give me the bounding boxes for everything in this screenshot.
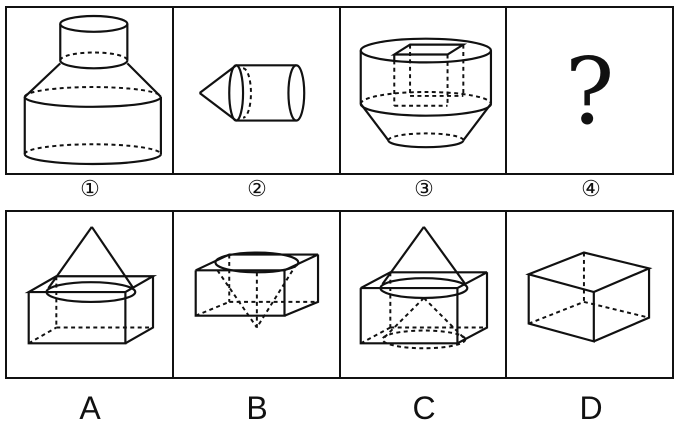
panel-4: ? xyxy=(507,8,672,173)
panel-label-3: ③ xyxy=(414,177,434,202)
stacked-cylinder-frustum-figure xyxy=(23,14,162,166)
cone-cylinder-figure xyxy=(198,64,306,122)
panel-label-1: ① xyxy=(80,177,100,202)
option-b[interactable] xyxy=(174,212,341,377)
cone-on-cube-with-inner-cone-figure xyxy=(359,226,488,350)
option-a[interactable] xyxy=(7,212,174,377)
cone-on-cube-figure xyxy=(24,226,158,345)
panel-2 xyxy=(174,8,341,173)
option-c[interactable] xyxy=(341,212,508,377)
panel-3 xyxy=(341,8,508,173)
option-label-b: B xyxy=(246,390,268,426)
option-d[interactable] xyxy=(507,212,672,377)
panel-1 xyxy=(7,8,174,173)
cube-with-inner-cone-figure xyxy=(194,251,319,329)
answer-option-row xyxy=(5,210,674,379)
question-mark: ? xyxy=(564,38,615,145)
panel-label-4: ④ xyxy=(581,177,601,202)
question-figure-row: ? xyxy=(5,6,674,175)
option-label-a: A xyxy=(79,390,101,426)
option-label-d: D xyxy=(579,390,603,426)
cube-figure xyxy=(525,251,653,343)
panel-label-2: ② xyxy=(247,177,267,202)
cylinder-prism-frustum-figure xyxy=(359,37,492,149)
option-label-c: C xyxy=(412,390,436,426)
